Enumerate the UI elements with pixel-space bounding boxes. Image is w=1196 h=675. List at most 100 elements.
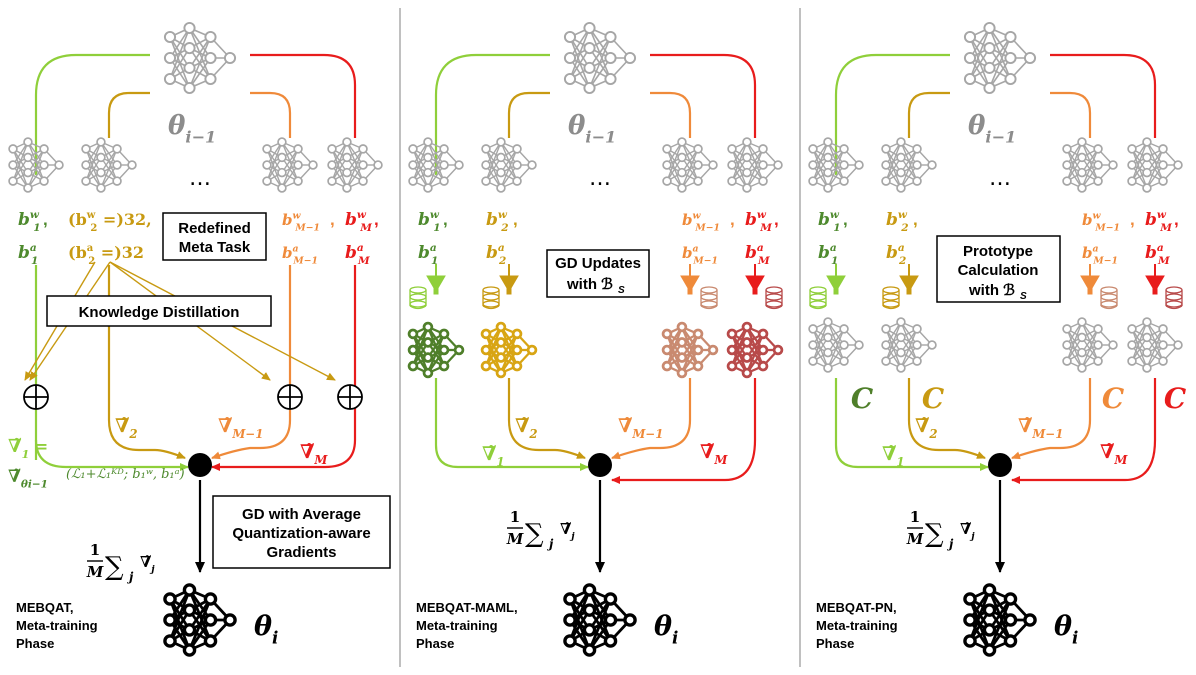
path-orange <box>611 378 692 460</box>
ellipsis: … <box>589 166 611 191</box>
funnel-icon <box>426 275 446 295</box>
prototype-c-label: C <box>1102 382 1125 415</box>
theta-next-label: θi <box>1054 611 1078 648</box>
path-gold <box>507 378 586 460</box>
box-text-line: Quantization-aware <box>232 525 370 542</box>
comma: , <box>374 210 379 229</box>
funnel-icon <box>499 275 519 295</box>
grad-1-label: ∇̃1 <box>482 443 505 469</box>
grad-m1-label: ∇̃M−1 <box>618 415 663 441</box>
network-quantized-1 <box>808 137 864 193</box>
path-red <box>611 378 757 484</box>
frac-num: 1 <box>910 508 920 526</box>
phase-label-line: MEBQAT-MAML, <box>416 600 518 615</box>
oplus-m1 <box>277 384 303 410</box>
frac-den: M <box>86 563 104 581</box>
average-gradient-formula: 1M∑j∇̃j <box>506 508 576 551</box>
database-icon <box>809 286 827 310</box>
prototype-c-label: C <box>851 382 874 415</box>
network-quantized-3 <box>262 137 318 193</box>
network-adapted-m1 <box>661 321 719 379</box>
theta-prev-label: θi−1 <box>168 111 216 146</box>
arc-green <box>34 53 150 175</box>
arc-red <box>250 53 357 138</box>
grad1-rhs: ∇̃θi−1 <box>8 467 48 490</box>
proto-sub: S <box>1020 291 1027 302</box>
grad-m-label: ∇̃M <box>300 441 328 467</box>
path-red <box>211 265 357 471</box>
proto-line3: with ℬ <box>968 282 1015 299</box>
frac-num: 1 <box>510 508 520 526</box>
grad-m-label: ∇̃M <box>1100 441 1128 467</box>
path-red <box>1011 378 1157 484</box>
sum-sub: j <box>947 537 954 551</box>
theta-prev-label: θi−1 <box>968 111 1016 146</box>
frac-den: M <box>906 530 924 548</box>
phase-label-line: Meta-training <box>816 618 898 633</box>
network-proto-1 <box>808 317 864 373</box>
oplus-m <box>337 384 363 410</box>
database-icon <box>1165 286 1183 310</box>
network-theta-next <box>563 583 637 657</box>
network-theta-prev <box>163 21 237 95</box>
funnel-icon <box>680 275 700 295</box>
network-adapted-m <box>726 321 784 379</box>
aggregation-node <box>988 453 1012 477</box>
theta-next-label: θi <box>254 611 278 648</box>
funnel-icon <box>826 275 846 295</box>
arc-green <box>434 53 550 175</box>
network-quantized-2 <box>81 137 137 193</box>
average-gradient-formula: 1M∑j∇̃j <box>86 541 156 584</box>
network-theta-prev <box>563 21 637 95</box>
network-proto-m1 <box>1062 317 1118 373</box>
sum-term: ∇̃j <box>560 520 575 542</box>
network-quantized-3 <box>662 137 718 193</box>
path-green-arrow <box>34 439 189 471</box>
network-theta-next <box>963 583 1037 657</box>
gd-average-gradients-box: GD with AverageQuantization-awareGradien… <box>212 495 391 569</box>
proto-line1: Prototype <box>963 243 1033 260</box>
box-text-line: Redefined <box>178 220 251 237</box>
path-orange <box>211 265 292 460</box>
box-text-line: Knowledge Distillation <box>79 304 240 321</box>
gd-updates-line1: GD Updates <box>555 255 641 272</box>
funnel-icon <box>745 275 765 295</box>
phase-label-line: Meta-training <box>16 618 98 633</box>
comma: , <box>443 210 448 229</box>
sum-sub: j <box>127 570 134 584</box>
theta-next-label: θi <box>654 611 678 648</box>
grad1-args: (ℒ₁+ℒ₁ᴷᴰ; b₁ʷ, b₁ᵃ) <box>66 467 185 482</box>
phase-label-line: MEBQAT, <box>16 600 74 615</box>
aggregation-node <box>188 453 212 477</box>
database-icon <box>882 286 900 310</box>
grad-m-label: ∇̃M <box>700 441 728 467</box>
comma: , <box>843 210 848 229</box>
grad1-lhs: ∇̃1 <box>8 436 29 461</box>
phase-label-line: Phase <box>416 636 454 651</box>
arc-gold <box>907 91 950 138</box>
funnel-icon <box>899 275 919 295</box>
sum-symbol: ∑ <box>105 552 124 582</box>
comma: , <box>1174 210 1179 229</box>
comma: , <box>730 210 735 229</box>
aggregation-node <box>588 453 612 477</box>
grad-2-label: ∇̃2 <box>515 415 538 441</box>
